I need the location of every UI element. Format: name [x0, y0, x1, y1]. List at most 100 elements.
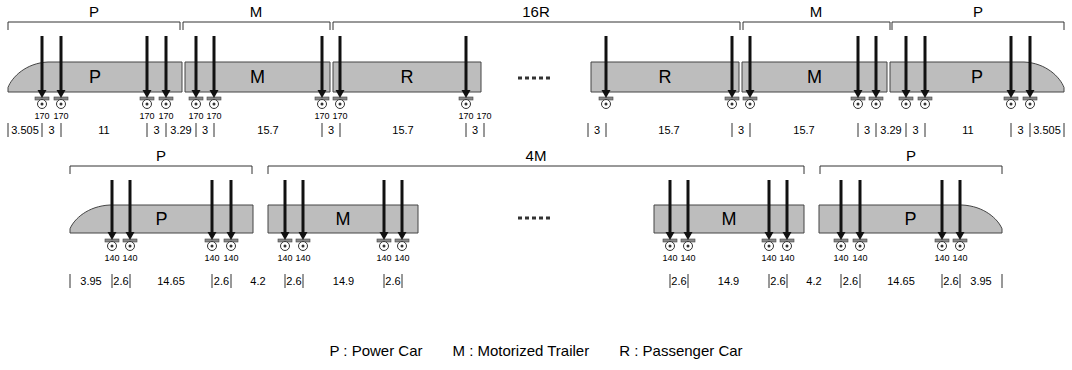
- dimension: 3: [1017, 125, 1023, 136]
- arrow-head: [227, 232, 236, 240]
- dimension-tick: [1064, 123, 1065, 137]
- load-arrow: [859, 180, 862, 234]
- wheel: [728, 100, 737, 109]
- dimension-tick: [942, 274, 943, 288]
- wheel: [938, 242, 947, 251]
- load-arrow: [941, 180, 944, 234]
- car-body: P: [8, 62, 182, 92]
- wheel-hub: [213, 103, 216, 106]
- car-letter: R: [659, 68, 672, 86]
- dimension: 2.6: [671, 276, 686, 287]
- wheel-hub: [60, 103, 63, 106]
- dimension-tick: [112, 274, 113, 288]
- dimension: 3: [864, 125, 870, 136]
- axle-load: 170: [188, 112, 203, 121]
- wheel-hub: [195, 103, 198, 106]
- dimension: 2.6: [286, 276, 301, 287]
- wheel: [143, 100, 152, 109]
- dimension: 3: [202, 125, 208, 136]
- wheel: [837, 242, 846, 251]
- arrow-head: [902, 90, 911, 98]
- legend-text: M : Motorized Trailer: [453, 342, 590, 359]
- dimension-tick: [340, 123, 341, 137]
- car-letter: P: [971, 68, 983, 86]
- wheel: [1026, 100, 1035, 109]
- dimension-tick: [212, 274, 213, 288]
- car-shape: [268, 205, 418, 233]
- arrow-head: [281, 232, 290, 240]
- arrow-head: [208, 232, 217, 240]
- dimension-tick: [732, 123, 733, 137]
- dimension-tick: [769, 274, 770, 288]
- wheel-hub: [383, 245, 386, 248]
- arrow-head: [666, 232, 675, 240]
- wheel: [783, 242, 792, 251]
- dimension-tick: [841, 274, 842, 288]
- wheel-hub: [230, 245, 233, 248]
- continuation-dots: [518, 78, 550, 218]
- wheel-hub: [840, 245, 843, 248]
- load-arrow: [321, 36, 324, 92]
- arrow-head: [854, 90, 863, 98]
- car-body: P: [890, 62, 1064, 92]
- wheel: [380, 242, 389, 251]
- wheel: [57, 100, 66, 109]
- legend-text: R : Passenger Car: [619, 342, 742, 359]
- load-arrow: [840, 180, 843, 234]
- load-arrow: [213, 36, 216, 92]
- arrow-head: [299, 232, 308, 240]
- wheel: [192, 100, 201, 109]
- dimension: 14.65: [157, 276, 185, 287]
- dimension: 4.2: [250, 276, 265, 287]
- arrow-head: [684, 232, 693, 240]
- group-label: M: [810, 4, 823, 19]
- dimension: 14.9: [333, 276, 354, 287]
- dimension-tick: [860, 274, 861, 288]
- dimension-tick: [214, 123, 215, 137]
- car-letter: M: [807, 68, 822, 86]
- axle-load: 140: [761, 254, 776, 263]
- wheel: [210, 100, 219, 109]
- dimension-tick: [196, 123, 197, 137]
- car-letter: M: [250, 68, 265, 86]
- wheel-hub: [749, 103, 752, 106]
- arrow-head: [938, 232, 947, 240]
- wheel-hub: [924, 103, 927, 106]
- axle-load: 140: [204, 254, 219, 263]
- wheel: [398, 242, 407, 251]
- axle-load: 140: [680, 254, 695, 263]
- dimension: 4.2: [806, 276, 821, 287]
- axle-load: 170: [206, 112, 221, 121]
- car-body: P: [819, 205, 1002, 233]
- load-arrow: [857, 36, 860, 92]
- wheel-hub: [302, 245, 305, 248]
- dimension: 14.65: [887, 276, 915, 287]
- dimension: 15.7: [257, 125, 278, 136]
- car-shape: [654, 205, 804, 233]
- wheel-hub: [959, 245, 962, 248]
- arrow-head: [462, 90, 471, 98]
- car-body: R: [591, 62, 739, 92]
- arrow-head: [38, 90, 47, 98]
- arrow-head: [108, 232, 117, 240]
- dimension: 2.6: [385, 276, 400, 287]
- dimension-tick: [787, 274, 788, 288]
- load-arrow: [1010, 36, 1013, 92]
- wheel-hub: [339, 103, 342, 106]
- wheel-hub: [768, 245, 771, 248]
- car-letter: P: [155, 210, 167, 228]
- car-letter: P: [89, 68, 101, 86]
- load-arrow: [786, 180, 789, 234]
- wheel: [162, 100, 171, 109]
- wheel: [872, 100, 881, 109]
- dimension: 11: [962, 125, 973, 136]
- dimension-tick: [1030, 123, 1031, 137]
- axle-load: 170: [139, 112, 154, 121]
- car-letter: M: [336, 210, 351, 228]
- wheel: [602, 100, 611, 109]
- wheel: [902, 100, 911, 109]
- dimension-tick: [858, 123, 859, 137]
- dimension: 3.95: [970, 276, 991, 287]
- axle-load: 140: [952, 254, 967, 263]
- wheel: [854, 100, 863, 109]
